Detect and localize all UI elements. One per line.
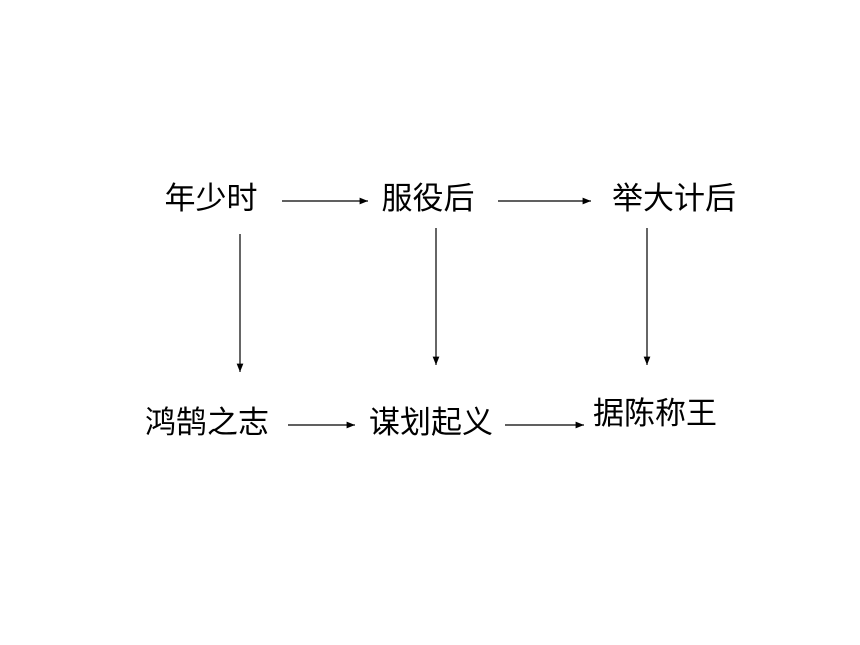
- node-uprising: 举大计后: [612, 181, 736, 217]
- node-youth: 年少时: [164, 181, 258, 217]
- node-service: 服役后: [381, 181, 475, 217]
- node-plot: 谋划起义: [369, 405, 493, 441]
- node-king: 据陈称王: [593, 396, 717, 432]
- node-ambition: 鸿鹄之志: [145, 405, 269, 441]
